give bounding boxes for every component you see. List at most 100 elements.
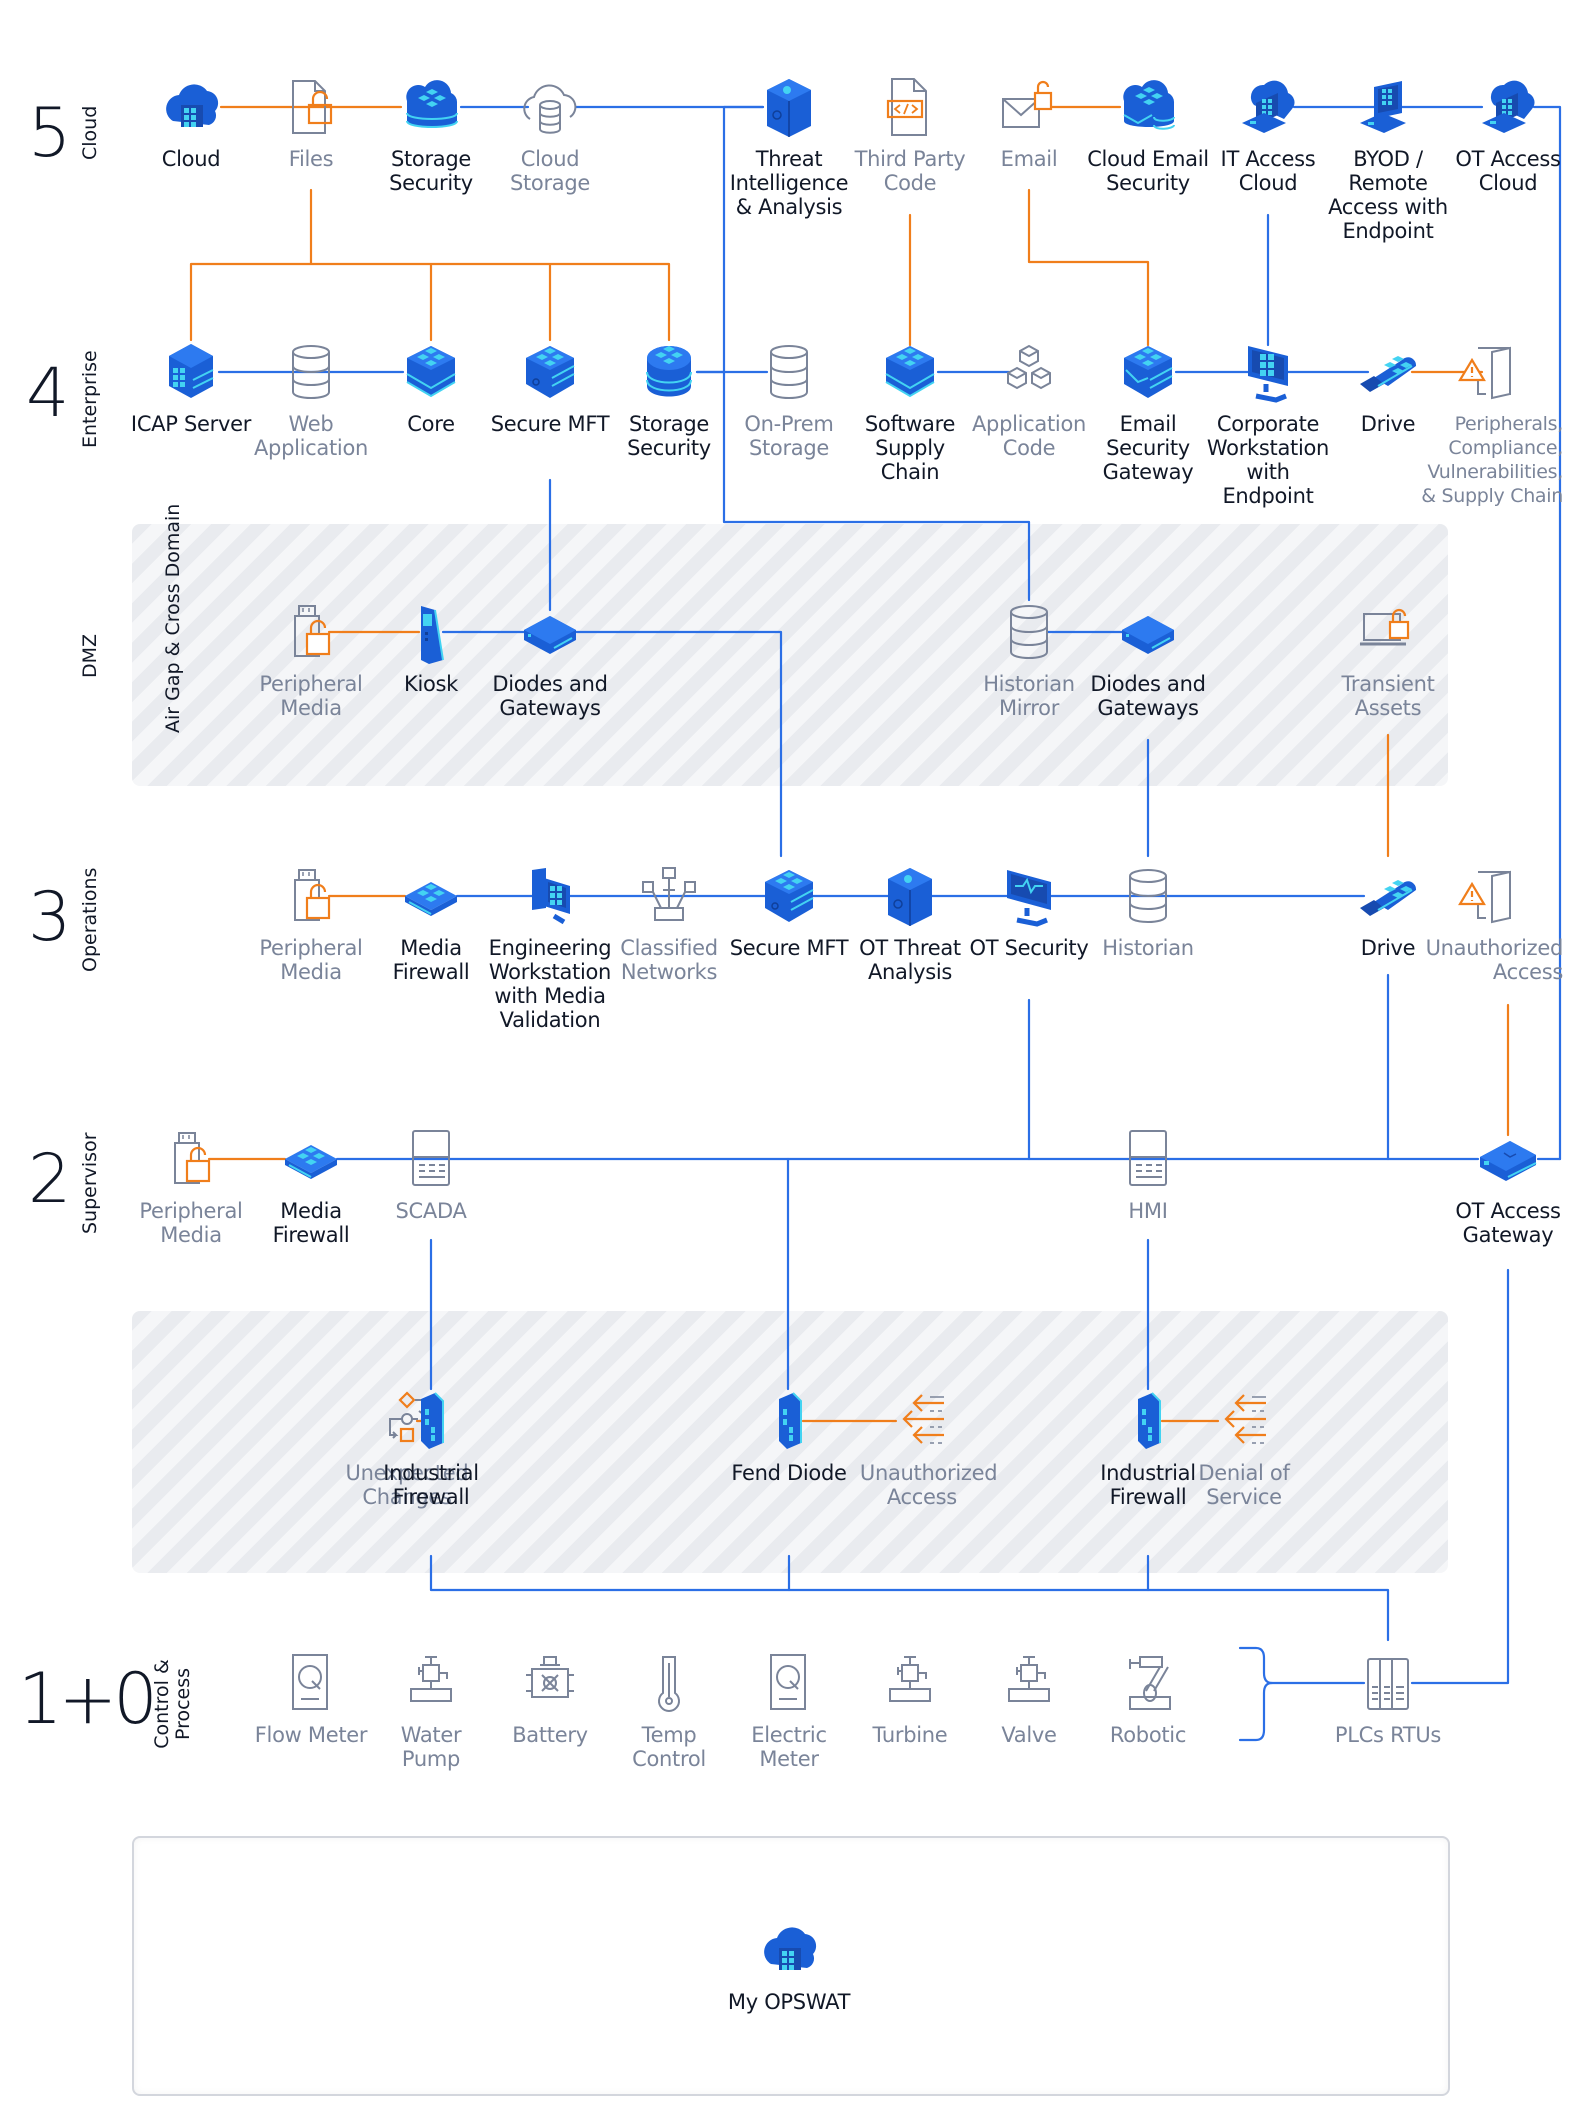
node-label: Cloud — [161, 147, 221, 171]
node-label: Classified Networks — [620, 936, 718, 984]
node-label: Turbine — [872, 1723, 948, 1747]
node-drive[interactable]: Drive — [1326, 340, 1450, 436]
node-label: Unexpected Changes — [345, 1461, 469, 1509]
node-drive[interactable]: Drive — [1326, 864, 1450, 960]
secure-mft-icon — [765, 870, 814, 922]
node-cloud-email-security[interactable]: Cloud Email Security — [1086, 75, 1210, 195]
door-warning-icon — [1458, 346, 1511, 400]
node-industrial-firewall[interactable]: Industrial Firewall — [1086, 1389, 1210, 1509]
node-ot-threat-analysis[interactable]: OT Threat Analysis — [848, 864, 972, 984]
node-historian-mirror: Historian Mirror — [967, 600, 1091, 720]
node-byod-remote-access-with-endpoint[interactable]: BYOD / Remote Access with Endpoint — [1323, 75, 1453, 243]
laptop-cloud-icon — [1242, 80, 1295, 133]
node-icap-server[interactable]: ICAP Server — [129, 340, 253, 436]
node-label: ICAP Server — [130, 412, 252, 436]
node-threat-intelligence-and-analysis[interactable]: Threat Intelligence & Analysis — [724, 75, 854, 219]
node-label: Web Application — [253, 412, 369, 460]
node-label: Third Party Code — [854, 147, 966, 195]
pump-icon — [410, 1656, 452, 1702]
robotic-arm-icon — [1129, 1656, 1171, 1710]
node-ot-access-cloud[interactable]: OT Access Cloud — [1446, 75, 1570, 195]
cubes-icon — [1007, 344, 1051, 390]
node-engineering-workstation-with-media-validation[interactable]: Engineering Workstation with Media Valid… — [485, 864, 615, 1032]
node-label: Industrial Firewall — [383, 1461, 479, 1509]
core-cube-icon — [406, 346, 456, 398]
node-label: Corporate Workstation with Endpoint — [1206, 412, 1330, 508]
node-label: SCADA — [395, 1199, 467, 1223]
node-label: Diodes and Gateways — [1090, 672, 1206, 720]
laptop-cloud-icon — [1482, 80, 1535, 133]
level-number-4: 4 — [26, 354, 70, 433]
node-diodes-and-gateways[interactable]: Diodes and Gateways — [1086, 600, 1210, 720]
node-label: OT Security — [969, 936, 1089, 960]
secure-mft-icon — [526, 346, 575, 398]
node-peripheral-media: Peripheral Media — [249, 600, 373, 720]
node-on-prem-storage: On-Prem Storage — [727, 340, 851, 460]
icap-server-icon — [169, 344, 214, 398]
node-label: Media Firewall — [392, 936, 470, 984]
node-media-firewall[interactable]: Media Firewall — [369, 864, 493, 984]
node-cloud-storage: Cloud Storage — [488, 75, 612, 195]
media-firewall-icon — [405, 882, 457, 916]
threat-intelligence-icon — [888, 868, 932, 926]
database-icon — [1010, 605, 1048, 659]
diode-box-icon — [1122, 616, 1174, 654]
node-label: Files — [288, 147, 334, 171]
industrial-firewall-icon — [421, 1392, 444, 1449]
node-diodes-and-gateways[interactable]: Diodes and Gateways — [488, 600, 612, 720]
usb-unlocked-icon — [294, 869, 331, 921]
node-my-opswat[interactable]: My OPSWAT — [727, 1918, 851, 2014]
node-third-party-code: Third Party Code — [848, 75, 972, 195]
level-number-1-0: 1+0 — [18, 1658, 158, 1740]
node-application-code: Application Code — [967, 340, 1091, 460]
node-label: OT Threat Analysis — [859, 936, 961, 984]
node-secure-mft[interactable]: Secure MFT — [488, 340, 612, 436]
level-name-dmz: DMZ — [79, 633, 101, 678]
node-it-access-cloud[interactable]: IT Access Cloud — [1206, 75, 1330, 195]
node-core[interactable]: Core — [369, 340, 493, 436]
node-fend-diode[interactable]: Fend Diode — [727, 1389, 851, 1485]
node-kiosk[interactable]: Kiosk — [369, 600, 493, 696]
node-cloud[interactable]: Cloud — [129, 75, 253, 171]
thermometer-icon — [658, 1656, 680, 1712]
level-name-enterprise: Enterprise — [79, 350, 101, 448]
node-label: Threat Intelligence & Analysis — [729, 147, 849, 219]
wire-l1-plcs — [429, 1554, 1390, 1642]
bracket-field-devices — [1238, 1646, 1274, 1742]
file-unlocked-icon — [292, 80, 333, 134]
node-label: Peripherals, Compliance, Vulnerabilities… — [1421, 413, 1563, 507]
laptop-unlocked-icon — [1360, 608, 1410, 646]
node-email-security-gateway[interactable]: Email Security Gateway — [1086, 340, 1210, 484]
node-label: Application Code — [971, 412, 1087, 460]
laptop-icon — [1360, 81, 1406, 133]
node-software-supply-chain[interactable]: Software Supply Chain — [848, 340, 972, 484]
node-label: Water Pump — [400, 1723, 462, 1771]
node-label: Diodes and Gateways — [492, 672, 608, 720]
wire-files-fanout — [189, 188, 671, 342]
dmz-zone — [132, 524, 1448, 786]
node-label: Historian Mirror — [983, 672, 1075, 720]
media-firewall-icon — [285, 1145, 337, 1179]
diode-box-icon — [524, 616, 576, 654]
node-label: Temp Control — [632, 1723, 706, 1771]
node-media-firewall[interactable]: Media Firewall — [249, 1127, 373, 1247]
node-storage-security[interactable]: Storage Security — [369, 75, 493, 195]
node-corporate-workstation-with-endpoint[interactable]: Corporate Workstation with Endpoint — [1203, 340, 1333, 508]
wire-otaccess-cloud-to-gateway — [1532, 105, 1562, 1161]
node-label: Drive — [1360, 936, 1416, 960]
node-classified-networks: Classified Networks — [607, 864, 731, 984]
node-label: Unauthorized Access — [1425, 936, 1564, 984]
node-ot-security[interactable]: OT Security — [967, 864, 1091, 960]
cloud-icon — [166, 84, 219, 127]
node-label: Unauthorized Access — [859, 1461, 998, 1509]
node-label: Secure MFT — [490, 412, 610, 436]
node-email: Email — [967, 75, 1091, 171]
node-ot-access-gateway[interactable]: OT Access Gateway — [1446, 1127, 1570, 1247]
plc-rack-icon — [1367, 1658, 1409, 1710]
node-industrial-firewall[interactable]: Industrial Firewall — [369, 1389, 493, 1509]
node-storage-security[interactable]: Storage Security — [607, 340, 731, 460]
incoming-arrows-icon — [1224, 1394, 1266, 1444]
database-icon — [1129, 869, 1167, 923]
wire-gateway-plcs — [1410, 1268, 1510, 1685]
node-secure-mft[interactable]: Secure MFT — [727, 864, 851, 960]
